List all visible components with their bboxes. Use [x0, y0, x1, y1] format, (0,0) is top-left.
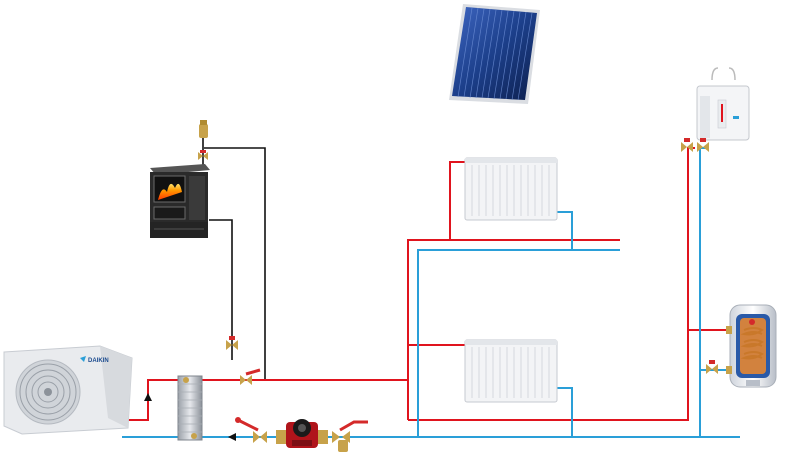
upper-radiator-supply [449, 161, 465, 240]
stove-safety-valve [198, 120, 208, 160]
dirt-filter-valve [332, 420, 368, 452]
solar-collector [449, 4, 540, 104]
stove-return-pipe [209, 219, 233, 360]
upper-radiator-return [556, 211, 573, 250]
expansion-tank [696, 67, 750, 141]
supply-pipes [122, 147, 730, 421]
tank-valve-right [697, 138, 709, 152]
circulation-pump [276, 419, 328, 448]
flow-arrow-left [228, 433, 236, 441]
boiler-supply-pipe [408, 329, 730, 421]
heat-pump-brand-label: DAIKIN [88, 358, 109, 364]
heat-pump-logo: DAIKIN [80, 356, 109, 364]
return-ball-valve [235, 417, 267, 443]
plate-heat-exchanger [177, 375, 203, 441]
lower-radiator-return [556, 387, 573, 437]
radiator-upper [464, 157, 558, 221]
stove-supply-pipe [204, 147, 266, 380]
radiator-riser-supply [407, 239, 620, 420]
wood-stove [150, 164, 210, 238]
heat-pump: DAIKIN [3, 345, 133, 435]
boiler-tank [729, 304, 777, 388]
return-pipes [122, 147, 740, 438]
boiler-valve [706, 360, 718, 374]
tank-return-riser [699, 147, 708, 370]
stove-return-valve [226, 336, 238, 350]
boiler-return-pipe [699, 369, 730, 437]
radiator-lower [464, 339, 558, 403]
radiator-riser-return [417, 249, 620, 437]
hx-outlet-valve [240, 368, 261, 385]
boiler-inlet-fitting [726, 326, 732, 374]
flow-arrow-up [144, 393, 152, 401]
tank-supply-riser [687, 147, 695, 330]
tank-valve-left [681, 138, 693, 152]
